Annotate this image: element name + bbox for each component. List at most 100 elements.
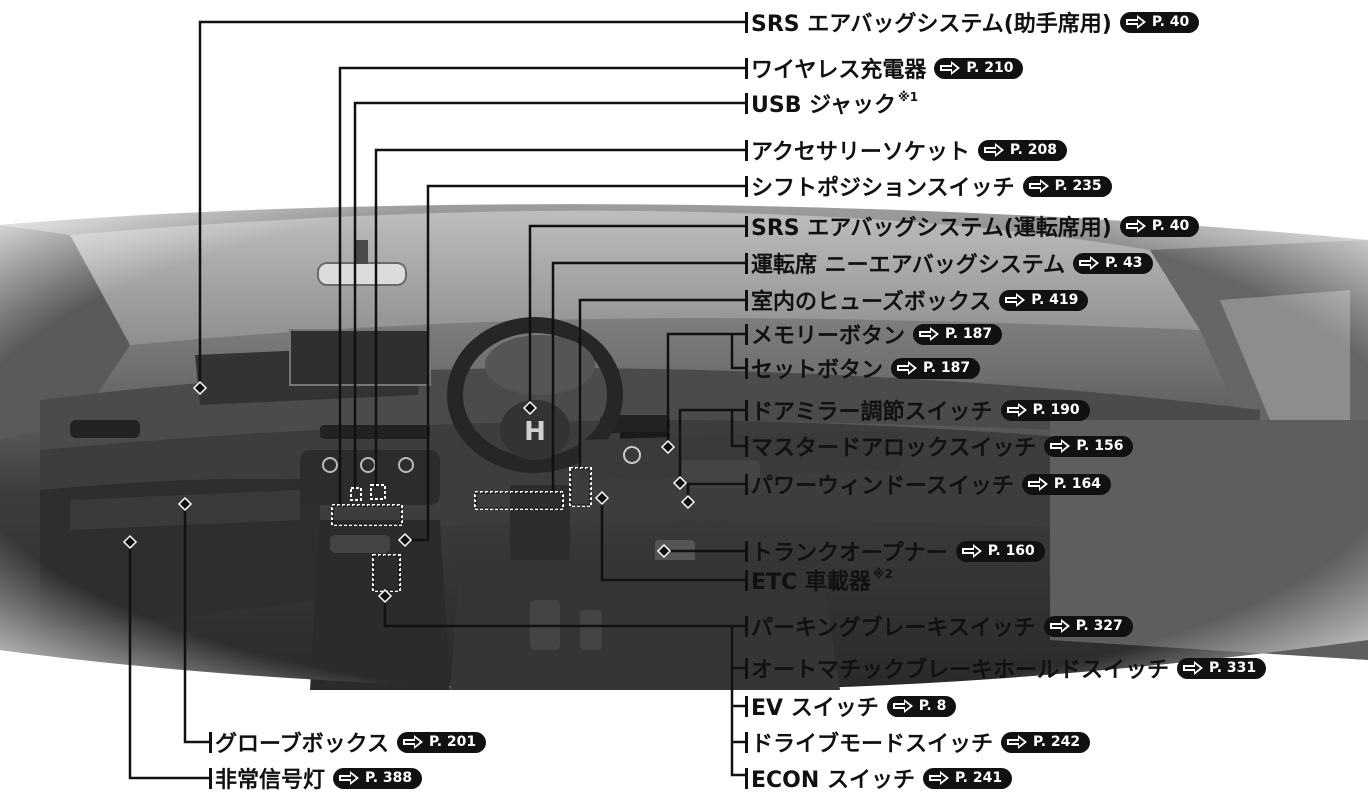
leader-line-parking-brake: [383, 594, 747, 628]
callout-box-center-panel: [331, 504, 403, 526]
label-wireless-charger: ワイヤレス充電器 P. 210: [745, 54, 1024, 83]
leader-line-fuse-box: [578, 298, 747, 468]
page-reference-link[interactable]: P. 201: [397, 731, 487, 753]
arrow-right-icon: [338, 771, 360, 785]
leader-line-power-window: [686, 482, 747, 498]
page-reference-link[interactable]: P. 208: [977, 139, 1068, 161]
page-reference-link[interactable]: P. 235: [1022, 175, 1112, 197]
label-fuse-box: 室内のヒューズボックス P. 419: [745, 286, 1089, 315]
label-accessory-socket: アクセサリーソケット P. 208: [745, 136, 1068, 165]
page-reference-text: P. 43: [1105, 255, 1143, 271]
page-reference-link[interactable]: P. 331: [1177, 657, 1267, 679]
label-passenger-airbag: SRS エアバッグシステム(助手席用)P. 40: [745, 8, 1200, 37]
label-text: シフトポジションスイッチ: [751, 176, 1015, 201]
pointer-memory: [660, 439, 676, 455]
callout-box-socket: [370, 484, 386, 500]
arrow-right-icon: [1028, 179, 1050, 193]
label-driver-airbag: SRS エアバッグシステム(運転席用)P. 40: [745, 212, 1200, 241]
page-reference-text: P. 8: [918, 698, 947, 714]
leader-line-hazard: [128, 540, 211, 780]
label-shift-position-switch: シフトポジションスイッチ P. 235: [745, 172, 1112, 201]
label-usb-jack: USB ジャック※1: [745, 89, 918, 118]
label-text: パワーウィンドースイッチ: [751, 474, 1014, 499]
label-text: EV スイッチ: [751, 696, 879, 721]
label-text: アクセサリーソケット: [751, 140, 970, 165]
label-drive-mode-switch: ドライブモードスイッチ P. 242: [745, 728, 1091, 757]
page-reference-link[interactable]: P. 43: [1073, 252, 1153, 274]
page-reference-link[interactable]: P. 187: [891, 357, 981, 379]
label-bar: [745, 399, 748, 421]
label-bar: [745, 323, 748, 345]
label-etc-unit: ETC 車載器※2: [745, 566, 893, 595]
label-bar: [745, 435, 748, 457]
label-bar: [745, 357, 748, 379]
arrow-right-icon: [1004, 293, 1026, 307]
label-text: ワイヤレス充電器: [751, 58, 927, 83]
label-bar: [745, 215, 748, 237]
label-text: オートマチックブレーキホールドスイッチ: [751, 658, 1170, 683]
leader-line-memory-button: [666, 332, 747, 445]
page-reference-text: P. 331: [1209, 660, 1257, 676]
label-bar: [209, 767, 212, 789]
page-reference-link[interactable]: P. 8: [886, 695, 957, 717]
page-reference-text: P. 235: [1054, 178, 1102, 194]
label-text: 非常信号灯: [215, 768, 326, 793]
arrow-right-icon: [918, 327, 940, 341]
label-text: トランクオープナー: [751, 541, 948, 566]
leader-line-knee-airbag: [551, 261, 747, 492]
page-reference-text: P. 327: [1075, 618, 1123, 634]
leader-line-shift-switch: [405, 184, 747, 542]
label-text: 室内のヒューズボックス: [751, 290, 992, 315]
label-bar: [745, 695, 748, 717]
page-reference-text: P. 187: [945, 326, 993, 342]
page-reference-link[interactable]: P. 419: [999, 289, 1089, 311]
label-text: ECON スイッチ: [751, 768, 915, 793]
pointer-etc: [594, 490, 610, 506]
page-reference-link[interactable]: P. 210: [934, 57, 1024, 79]
label-text: セットボタン: [751, 358, 884, 383]
arrow-right-icon: [928, 771, 950, 785]
page-reference-text: P. 190: [1032, 402, 1080, 418]
label-bar: [745, 175, 748, 197]
leader-line-etc: [600, 496, 747, 582]
leader-line-glovebox: [183, 503, 211, 744]
label-bar: [745, 540, 748, 562]
page-reference-link[interactable]: P. 156: [1044, 435, 1134, 457]
page-reference-link[interactable]: P. 190: [1000, 399, 1090, 421]
page-reference-link[interactable]: P. 40: [1119, 215, 1200, 237]
label-bar: [745, 731, 748, 753]
label-bar: [745, 92, 748, 114]
page-reference-link[interactable]: P. 241: [922, 767, 1013, 789]
page-reference-text: P. 187: [923, 360, 971, 376]
page-reference-link[interactable]: P. 164: [1021, 473, 1112, 495]
leader-line-driver-airbag: [528, 224, 747, 405]
page-reference-link[interactable]: P. 327: [1043, 615, 1133, 637]
pointer-shift: [397, 532, 413, 548]
label-set-button: セットボタン P. 187: [745, 354, 981, 383]
page-reference-link[interactable]: P. 40: [1119, 11, 1200, 33]
pointer-mirror: [672, 475, 688, 491]
label-econ-switch: ECON スイッチ P. 241: [745, 764, 1013, 793]
arrow-right-icon: [961, 544, 983, 558]
page-reference-link[interactable]: P. 388: [333, 767, 423, 789]
pointer-driver-airbag: [522, 400, 538, 416]
callout-box-knee: [474, 491, 564, 510]
page-reference-text: P. 241: [954, 770, 1003, 786]
label-brake-hold-switch: オートマチックブレーキホールドスイッチ P. 331: [745, 654, 1267, 683]
label-text: ドライブモードスイッチ: [751, 732, 994, 757]
page-reference-link[interactable]: P. 242: [1001, 731, 1091, 753]
callout-box-usb: [350, 487, 362, 501]
pointer-window: [680, 494, 696, 510]
arrow-right-icon: [983, 143, 1005, 157]
pointer-passenger-airbag: [192, 380, 208, 396]
page-reference-text: P. 40: [1151, 14, 1190, 30]
label-bar: [745, 615, 748, 637]
label-bar: [745, 289, 748, 311]
page-reference-link[interactable]: P. 160: [955, 540, 1045, 562]
page-reference-link[interactable]: P. 187: [913, 323, 1003, 345]
